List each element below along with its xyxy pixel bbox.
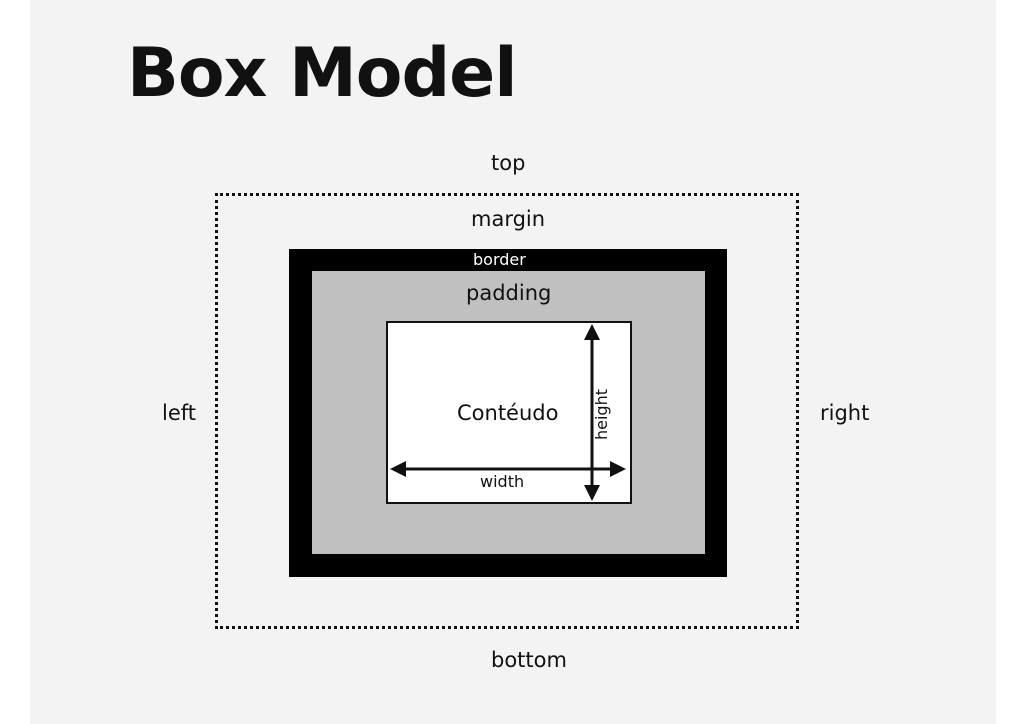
content-label: Contéudo [457,401,559,425]
margin-right-label: right [820,401,870,425]
margin-bottom-label: bottom [491,648,567,672]
width-label: width [480,472,525,491]
margin-top-label: top [491,151,526,175]
padding-label: padding [466,281,552,305]
margin-area [215,193,799,629]
margin-left-label: left [162,401,197,425]
margin-label: margin [471,207,546,231]
page-title: Box Model [127,34,518,113]
height-label: height [592,389,611,440]
border-label: border [473,250,526,269]
